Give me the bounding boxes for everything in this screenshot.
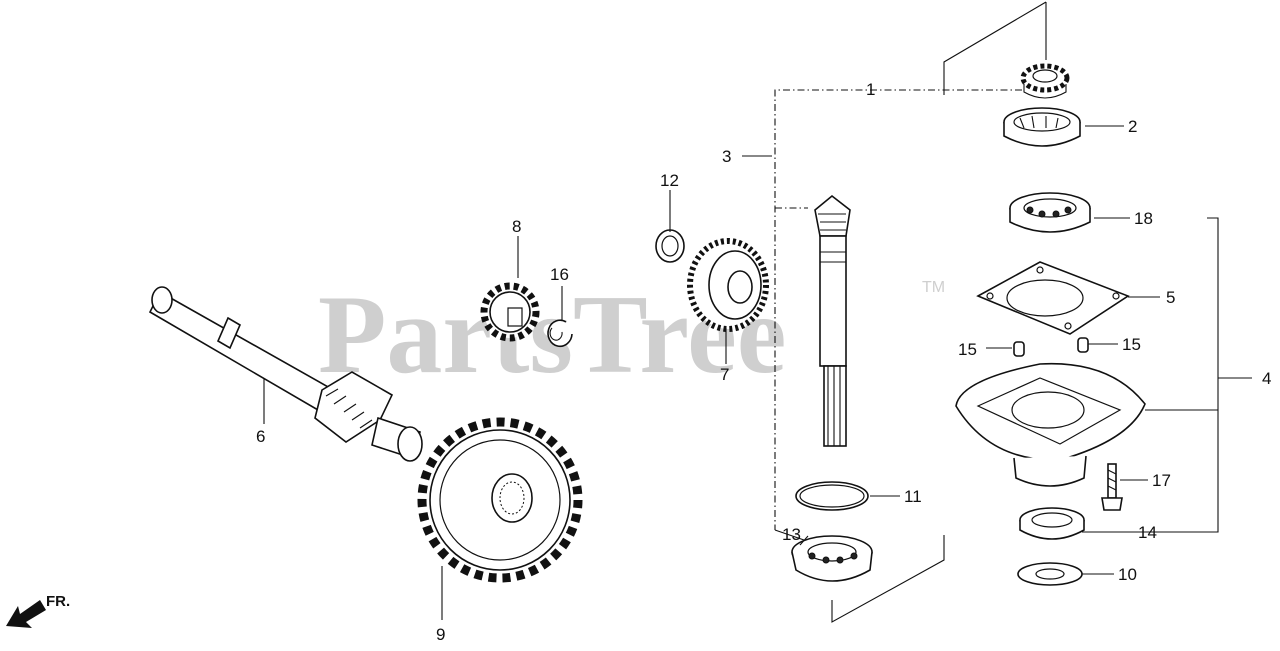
callout-2: 2 xyxy=(1128,117,1137,136)
part-2-seal-ring xyxy=(1003,107,1081,147)
callout-13: 13 xyxy=(782,525,801,544)
callout-5: 5 xyxy=(1166,288,1175,307)
callout-1: 1 xyxy=(866,80,875,99)
callout-9: 9 xyxy=(436,625,445,644)
front-label: FR. xyxy=(46,593,70,610)
callout-8: 8 xyxy=(512,217,521,236)
watermark-trademark: TM xyxy=(922,279,945,296)
part-12-washer xyxy=(655,229,685,263)
callout-16: 16 xyxy=(550,265,569,284)
callout-3: 3 xyxy=(722,147,731,166)
part-18-ball-bearing xyxy=(1009,192,1091,233)
callout-10: 10 xyxy=(1118,565,1137,584)
part-5-gasket xyxy=(976,261,1130,335)
front-direction-indicator: FR. xyxy=(6,593,70,628)
part-14-bearing xyxy=(1019,507,1085,540)
leader-lines xyxy=(263,125,1252,620)
part-13-roller-bearing xyxy=(791,535,873,582)
callout-17: 17 xyxy=(1152,471,1171,490)
part-10-washer xyxy=(1017,562,1083,586)
callout-15-left: 15 xyxy=(958,340,977,359)
callout-labels: 1 2 3 4 5 6 7 8 9 10 11 12 13 14 15 15 1… xyxy=(256,80,1271,644)
part-7-bevel-gear xyxy=(687,238,769,332)
front-arrow-icon xyxy=(6,600,46,628)
callout-18: 18 xyxy=(1134,209,1153,228)
callout-4: 4 xyxy=(1262,369,1271,388)
part-9-large-gear xyxy=(417,417,583,583)
part-15-dowel-pins xyxy=(1013,337,1089,357)
part-11-o-ring xyxy=(795,481,869,511)
callout-12: 12 xyxy=(660,171,679,190)
callout-6: 6 xyxy=(256,427,265,446)
part-6-shaft xyxy=(148,286,423,462)
callout-15-right: 15 xyxy=(1122,335,1141,354)
part-4-case-cover xyxy=(955,362,1146,487)
callout-11: 11 xyxy=(904,487,922,506)
part-17-bolt xyxy=(1101,463,1123,511)
callout-7: 7 xyxy=(720,365,729,384)
part-1-lock-nut xyxy=(1020,63,1070,99)
callout-14: 14 xyxy=(1138,523,1157,542)
part-16-circlip xyxy=(547,319,573,348)
part-3-pinion-shaft xyxy=(814,194,851,447)
part-8-spur-gear xyxy=(480,282,540,342)
